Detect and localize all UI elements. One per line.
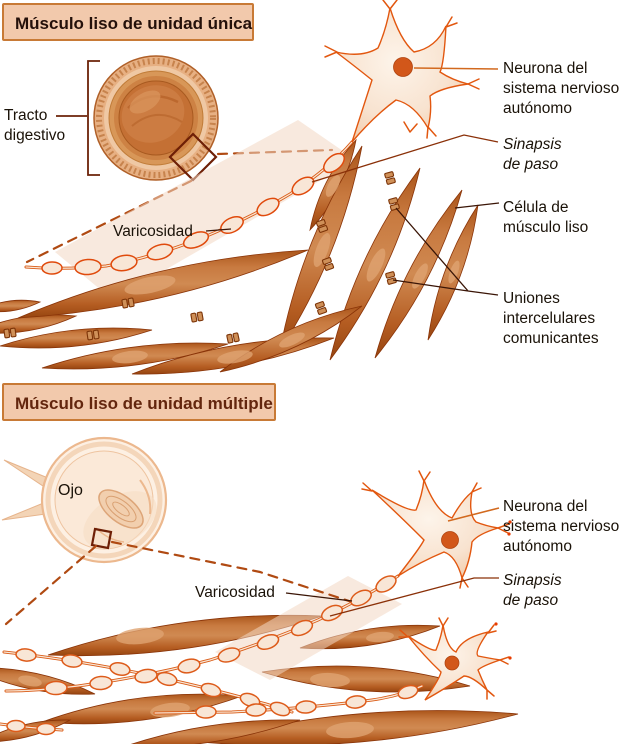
muscle-cells-bottom-back xyxy=(47,614,471,693)
top-title-box: Músculo liso de unidad única xyxy=(2,3,254,41)
zoom-box-eye-icon xyxy=(90,527,113,550)
leader-neuron-bottom xyxy=(447,507,500,522)
bottom-labels: Ojo Varicosidad Neurona del sistema nerv… xyxy=(58,482,619,609)
gap-junction-icon xyxy=(226,332,240,344)
label-neuron-bottom-line2: sistema nervioso xyxy=(503,518,619,535)
gap-junction-icon xyxy=(190,311,204,323)
label-neuron-bottom-line1: Neurona del xyxy=(503,498,587,515)
top-labels: Tracto digestivo Varicosidad Neurona del… xyxy=(4,60,619,347)
leader-gap-junctions xyxy=(392,207,499,296)
label-neuron-top-line2: sistema nervioso xyxy=(503,80,619,97)
bottom-title: Músculo liso de unidad múltiple xyxy=(15,394,273,413)
leader-synapse-bottom xyxy=(329,577,499,617)
bottom-title-box: Músculo liso de unidad múltiple xyxy=(2,383,276,421)
tract-outer-texture xyxy=(96,58,216,178)
muscle-bundle-top xyxy=(0,138,479,375)
bottom-dashed-zoom-lines xyxy=(4,540,354,626)
eye-lens xyxy=(98,489,144,529)
dashed-line-icon xyxy=(25,179,193,264)
varicosity-chain-top xyxy=(24,140,354,276)
label-neuron-top-line1: Neurona del xyxy=(503,60,587,77)
leader-varicosity-bottom xyxy=(285,592,353,602)
label-neuron-top-line3: autónomo xyxy=(503,100,572,117)
bottom-panel: Músculo liso de unidad múltiple xyxy=(0,383,619,744)
leader-varicosity-top xyxy=(205,228,232,232)
gap-junction-icon xyxy=(314,300,328,316)
eye-illustration xyxy=(1,436,168,564)
top-title: Músculo liso de unidad única xyxy=(15,14,253,33)
label-synapse-top-line2: de paso xyxy=(503,156,559,173)
digestive-tract-illustration xyxy=(87,55,219,182)
autonomic-neuron-bottom-illustration xyxy=(361,470,512,589)
gap-junction-icon xyxy=(383,170,397,186)
label-gap-junctions-line2: intercelulares xyxy=(503,310,595,327)
neuron-nucleus xyxy=(441,531,459,549)
label-neuron-bottom-line3: autónomo xyxy=(503,538,572,555)
top-leader-lines xyxy=(56,67,500,296)
tract-bracket xyxy=(87,60,100,176)
label-synapse-bottom-line1: Sinapsis xyxy=(503,572,562,589)
label-varicosity-bottom: Varicosidad xyxy=(195,584,275,601)
label-synapse-top-line1: Sinapsis xyxy=(503,136,562,153)
leader-neuron-top xyxy=(413,67,499,70)
bottom-leader-lines xyxy=(285,507,500,617)
label-eye: Ojo xyxy=(58,482,83,499)
top-panel: Músculo liso de unidad única xyxy=(0,0,619,375)
label-muscle-cell-line1: Célula de xyxy=(503,199,569,216)
label-gap-junctions-line3: comunicantes xyxy=(503,330,599,347)
leader-muscle-cell xyxy=(454,202,500,209)
label-muscle-cell-line2: músculo liso xyxy=(503,219,588,236)
neuron-nucleus xyxy=(444,655,460,671)
autonomic-neuron-top-illustration xyxy=(324,0,480,143)
label-synapse-bottom-line2: de paso xyxy=(503,592,559,609)
dashed-line-icon xyxy=(4,544,98,626)
gap-junction-icon xyxy=(384,270,398,286)
label-tract-line2: digestivo xyxy=(4,127,65,144)
varicosity-chains-bottom xyxy=(0,574,424,736)
label-gap-junctions-line1: Uniones xyxy=(503,290,560,307)
muscle-cells-bottom-front xyxy=(0,667,519,744)
label-varicosity-top: Varicosidad xyxy=(113,223,193,240)
dashed-line-icon xyxy=(110,540,354,604)
label-tract-line1: Tracto xyxy=(4,107,47,124)
leader-synapse-top xyxy=(311,134,499,183)
neuron-nucleus xyxy=(393,57,413,77)
small-neuron-illustration xyxy=(398,617,512,701)
